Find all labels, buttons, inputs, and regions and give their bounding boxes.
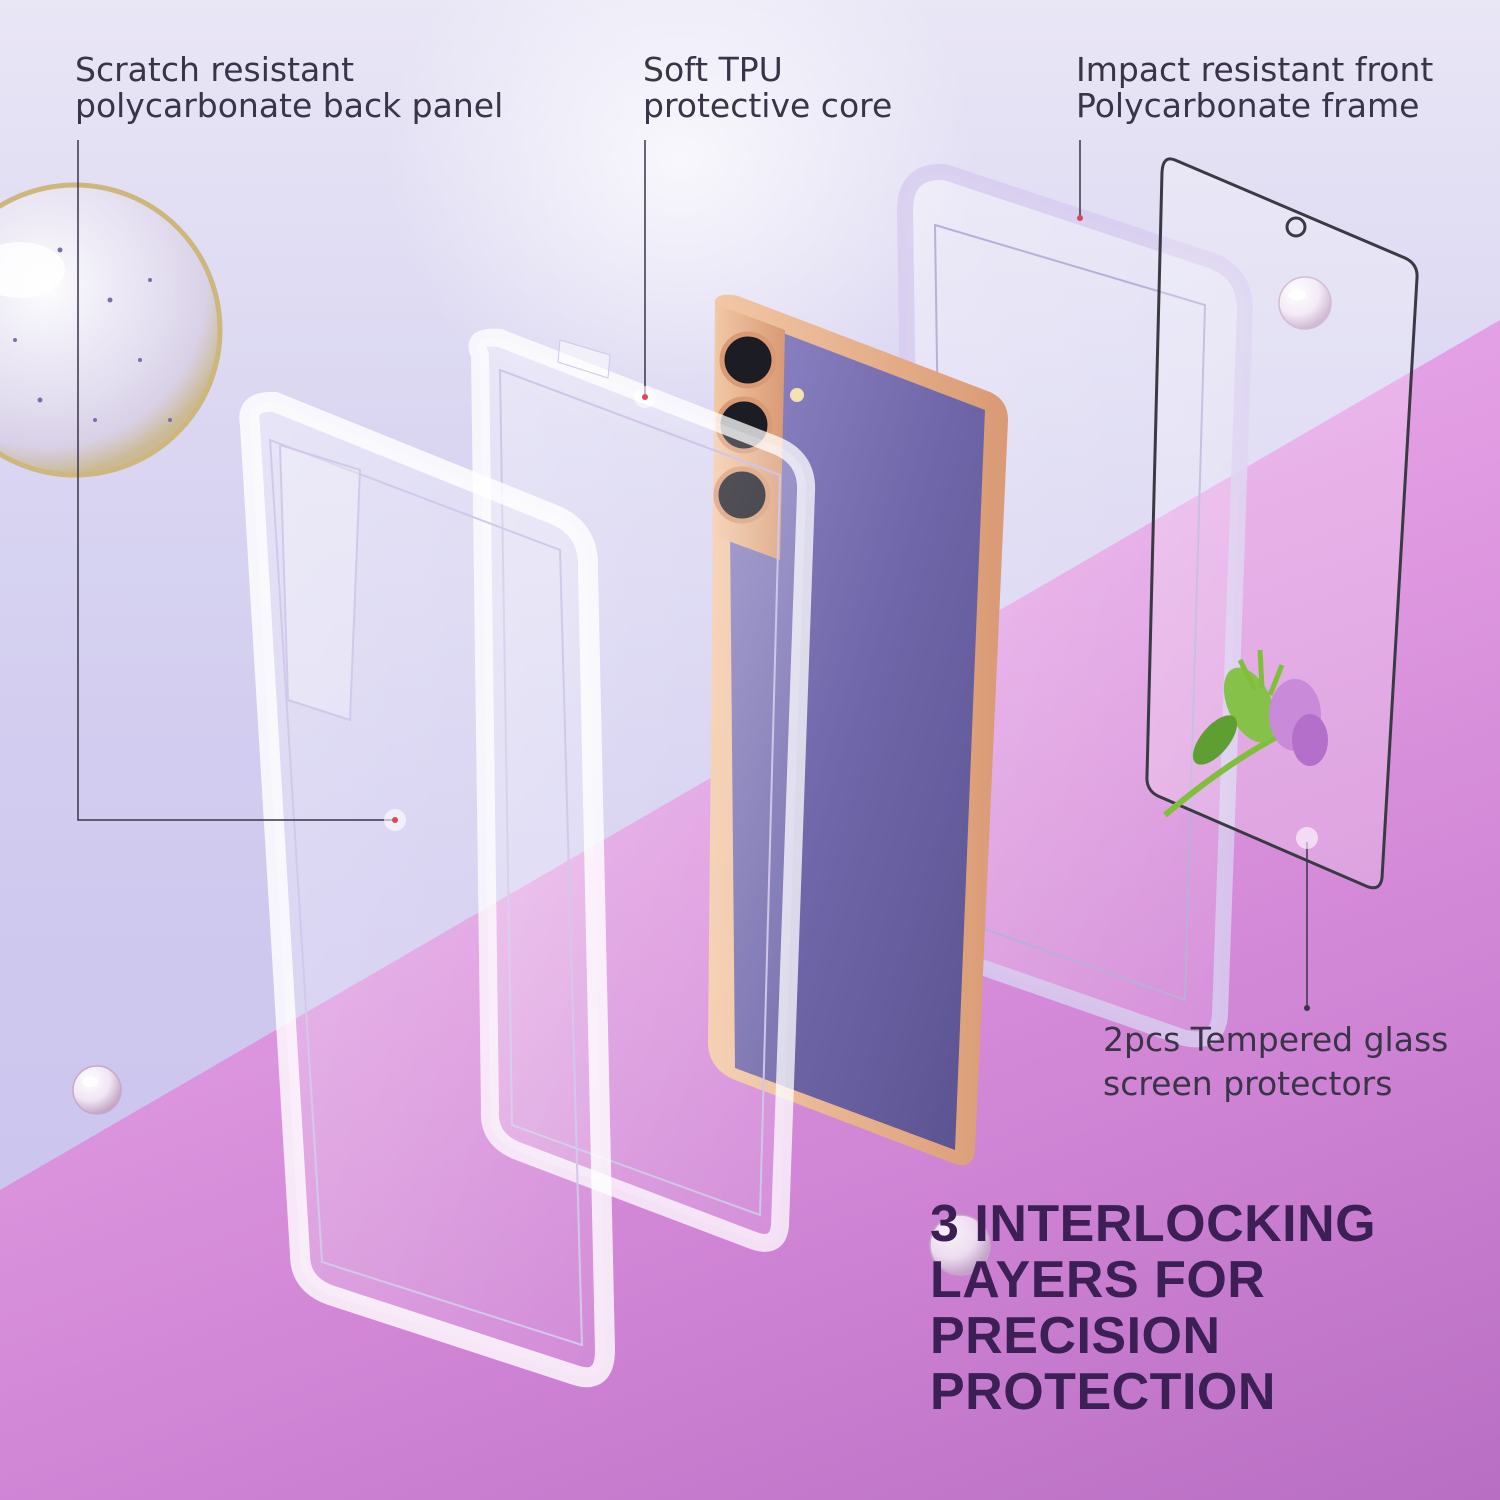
callout-screen-protectors: 2pcs Tempered glass screen protectors [1103,1018,1448,1106]
glass-protector-icon [1145,157,1419,890]
callout-dots [384,215,1318,1011]
headline-line1: 3 INTERLOCKING [930,1195,1377,1253]
callout-screen-protectors-line1: 2pcs Tempered glass [1103,1020,1449,1059]
large-bubble-icon [0,182,223,478]
headline-line3: PRECISION [930,1307,1221,1365]
bubble-near-protector-icon [1278,276,1332,330]
callout-lines [77,140,1308,1008]
callout-back-panel-line2: polycarbonate back panel [75,86,504,125]
callout-tpu-core-line2: protective core [643,86,893,125]
small-bubble-icon [72,1065,122,1115]
callout-back-panel-line1: Scratch resistant [75,50,355,89]
callout-front-frame: Impact resistant front Polycarbonate fra… [1076,52,1433,124]
callout-front-frame-line1: Impact resistant front [1076,50,1434,89]
back-panel [239,391,616,1388]
callout-tpu-core: Soft TPU protective core [643,52,892,124]
headline-line2: LAYERS FOR [930,1251,1266,1309]
headline-line4: PROTECTION [930,1363,1276,1421]
callout-front-frame-line2: Polycarbonate frame [1076,86,1420,125]
callout-tpu-core-line1: Soft TPU [643,50,783,89]
headline: 3 INTERLOCKING LAYERS FOR PRECISION PROT… [930,1196,1376,1420]
bubble-near-headline-icon [929,1214,991,1276]
flower-icon [1163,649,1328,818]
callout-back-panel: Scratch resistant polycarbonate back pan… [75,52,503,124]
callout-screen-protectors-line2: screen protectors [1103,1064,1393,1103]
